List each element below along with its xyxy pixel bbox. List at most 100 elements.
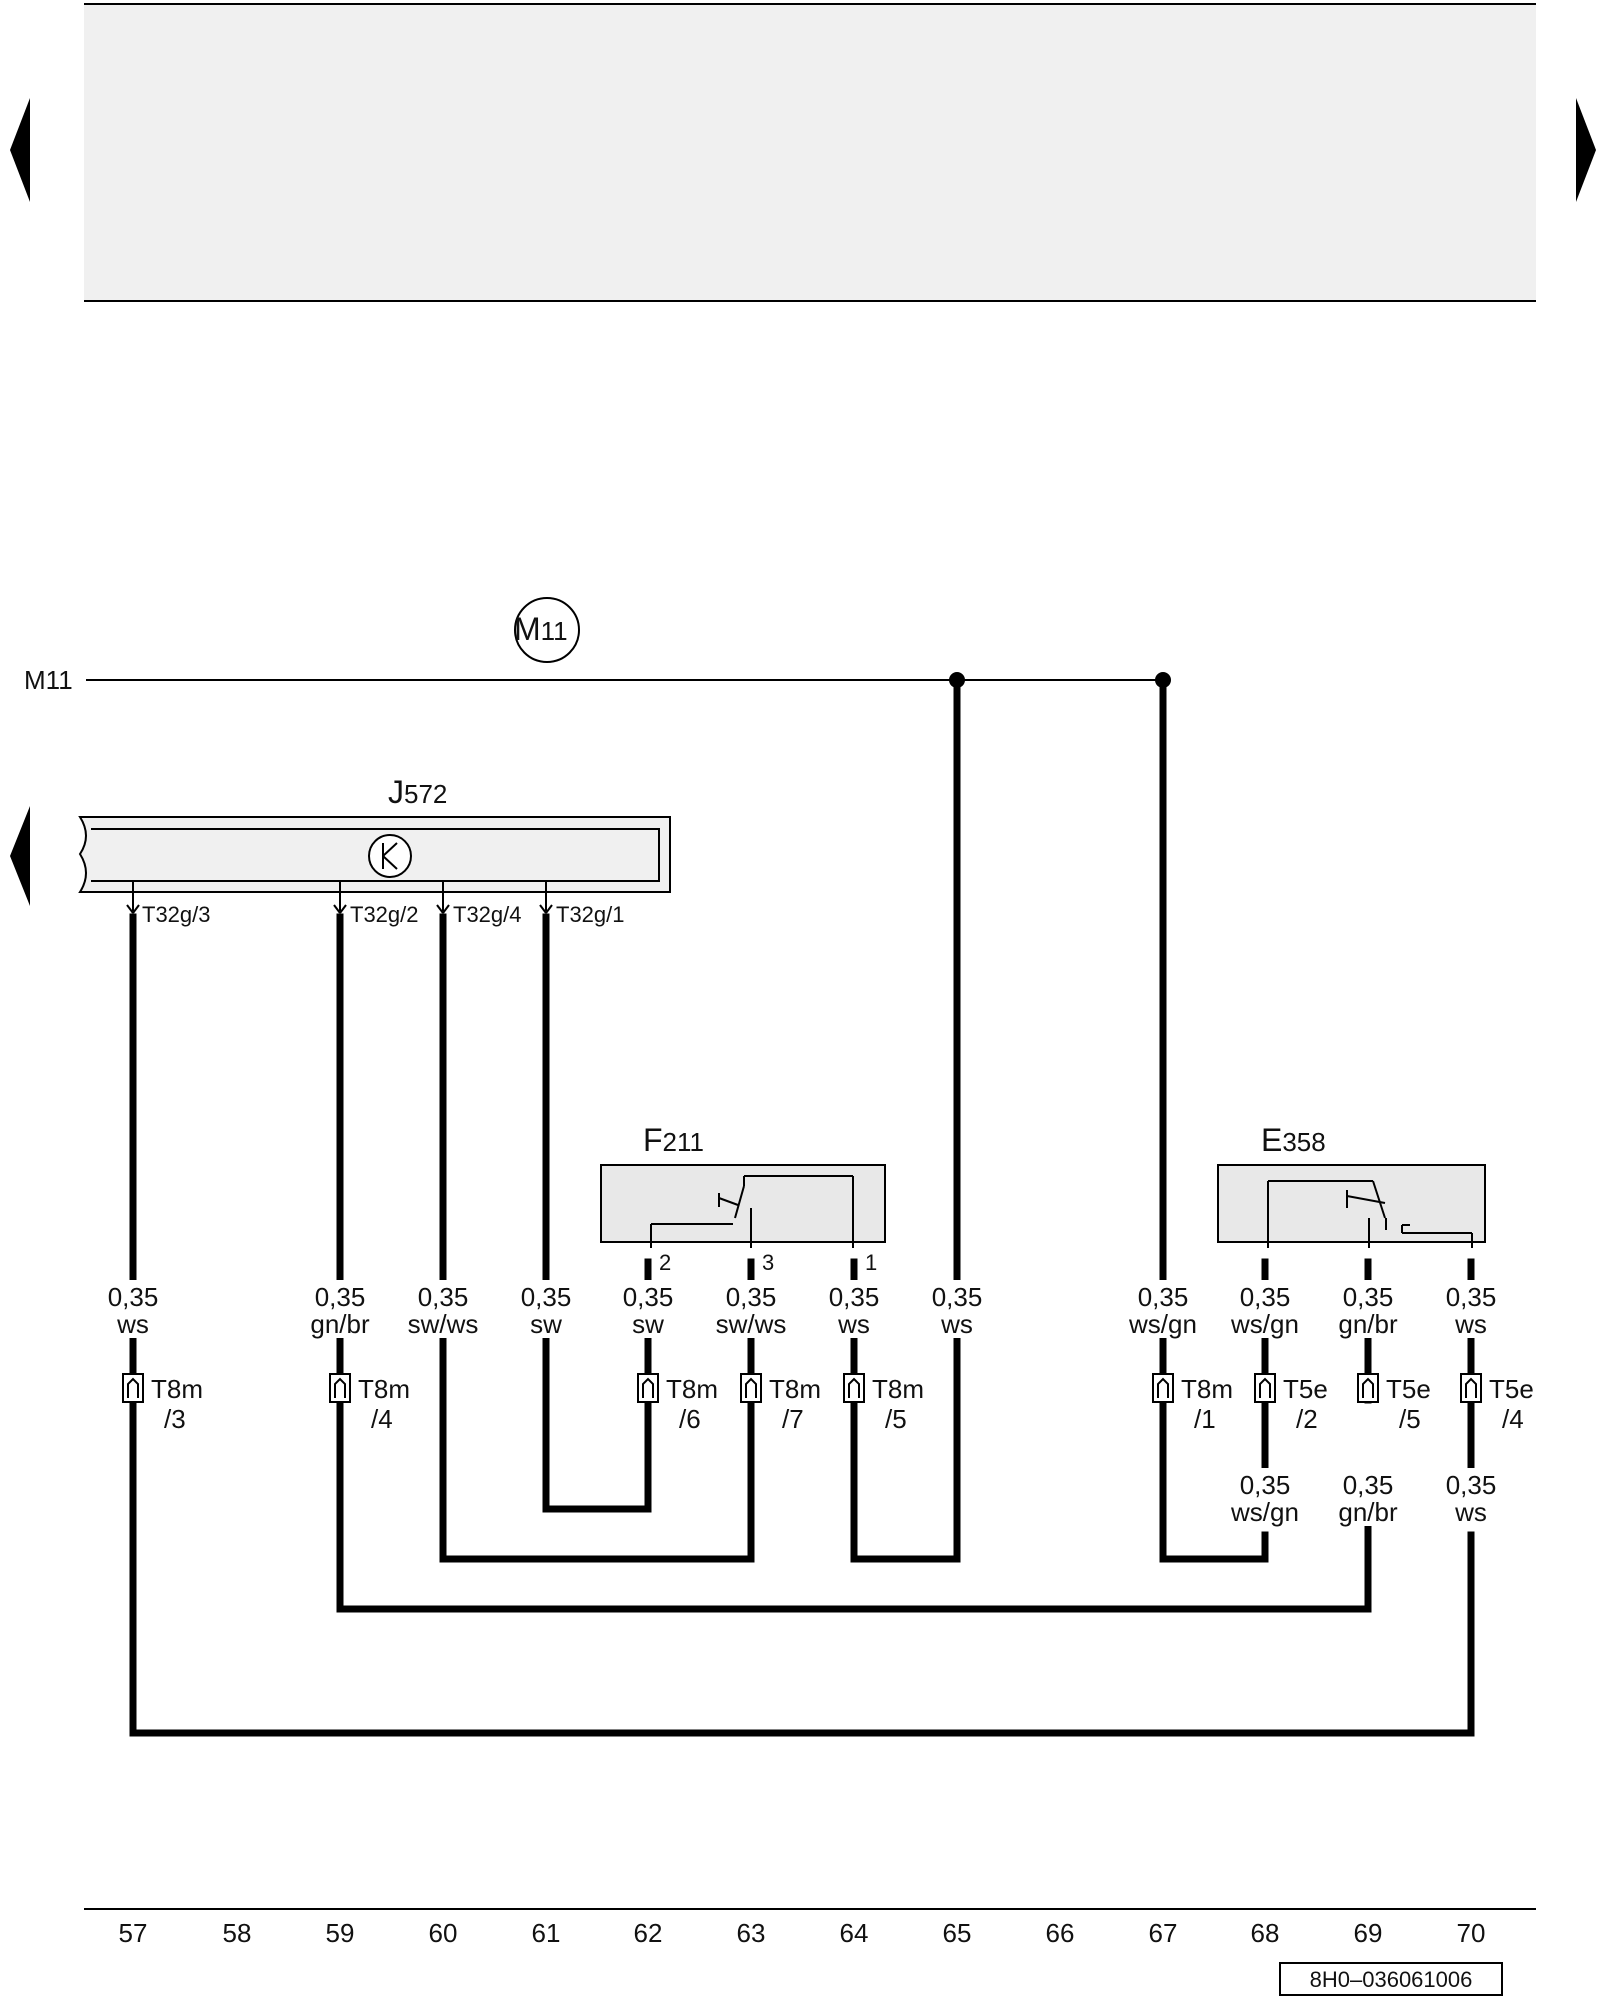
f211-pin-label: 3 (762, 1250, 774, 1275)
wire-size-label: 0,35 (1240, 1470, 1291, 1500)
continued-left-arrow-icon[interactable] (10, 806, 30, 906)
wire-color-label: ws (1454, 1497, 1487, 1527)
prev-page-arrow-icon[interactable] (10, 98, 30, 202)
column-number: 69 (1354, 1918, 1383, 1948)
connector-icon (122, 1373, 144, 1403)
wire-size-label: 0,35 (108, 1282, 159, 1312)
connector-pin: /6 (679, 1404, 701, 1434)
connector-pin: /4 (1502, 1404, 1524, 1434)
column-number: 63 (737, 1918, 766, 1948)
f211-pin-label: 2 (659, 1250, 671, 1275)
column-number: 61 (532, 1918, 561, 1948)
connector-labels: T8m /3 T8m /4 T8m /6 T8m /7 T8m /5 T8m /… (151, 1374, 1534, 1434)
connector-pin: /7 (782, 1404, 804, 1434)
connector-pin: /2 (1296, 1404, 1318, 1434)
component-e358-label: E358 (1261, 1122, 1326, 1158)
wire-color-label: ws (837, 1309, 870, 1339)
j572-pin-label: T32g/2 (350, 902, 419, 927)
j572-pin-label: T32g/1 (556, 902, 625, 927)
component-f211-label: F211 (643, 1122, 704, 1158)
connector-pin: /1 (1194, 1404, 1216, 1434)
connector-name: T8m (872, 1374, 924, 1404)
connector-name: T8m (1181, 1374, 1233, 1404)
wire-color-label: gn/br (310, 1309, 370, 1339)
switch-symbol-icon (1267, 1180, 1473, 1248)
diagram-code-box (1279, 1962, 1503, 1996)
component-j572-inner (91, 828, 660, 882)
wire-col-64-65 (850, 682, 961, 1563)
wire-size-label: 0,35 (932, 1282, 983, 1312)
column-number: 68 (1251, 1918, 1280, 1948)
connector-icon (1254, 1373, 1276, 1403)
diode-symbol-icon (368, 834, 412, 878)
header-panel (84, 4, 1536, 301)
wire-size-label: 0,35 (1343, 1282, 1394, 1312)
diagram-code: 8H0–036061006 (1310, 1967, 1473, 1992)
connector-icon (1152, 1373, 1174, 1403)
wire-size-label: 0,35 (1138, 1282, 1189, 1312)
connector-name: T8m (358, 1374, 410, 1404)
wire-col-59 (336, 913, 1372, 1613)
column-number: 62 (634, 1918, 663, 1948)
column-number: 65 (943, 1918, 972, 1948)
column-numbers: 57 58 59 60 61 62 63 64 65 66 67 68 69 7… (119, 1918, 1486, 1948)
wire-color-label: sw (632, 1309, 664, 1339)
connector-pin: /3 (164, 1404, 186, 1434)
column-number: 58 (223, 1918, 252, 1948)
column-number: 70 (1457, 1918, 1486, 1948)
f211-pin-label: 1 (865, 1250, 877, 1275)
connector-pin: /5 (1399, 1404, 1421, 1434)
lower-wire-label-group: 0,35 ws/gn 0,35 gn/br 0,35 ws (1225, 1468, 1504, 1527)
wire-label-group: 0,35 ws 0,35 gn/br 0,35 sw/ws 0,35 sw 0,… (100, 1280, 1504, 1339)
wire-color-label: sw/ws (408, 1309, 479, 1339)
connector-name: T5e (1283, 1374, 1328, 1404)
wire-size-label: 0,35 (829, 1282, 880, 1312)
wire-size-label: 0,35 (1446, 1282, 1497, 1312)
connector-icon (637, 1373, 659, 1403)
wire-size-label: 0,35 (315, 1282, 366, 1312)
wire-col-67-68 (1159, 682, 1269, 1563)
column-number: 66 (1046, 1918, 1075, 1948)
column-number: 57 (119, 1918, 148, 1948)
wire-color-label: ws (940, 1309, 973, 1339)
wire-color-label: ws/gn (1230, 1497, 1299, 1527)
wire-color-label: sw (530, 1309, 562, 1339)
next-page-arrow-icon[interactable] (1576, 98, 1596, 202)
column-number: 60 (429, 1918, 458, 1948)
wire-color-label: ws/gn (1230, 1309, 1299, 1339)
component-j572-label: J572 (388, 774, 447, 810)
j572-pin-label: T32g/3 (142, 902, 211, 927)
connector-icon (740, 1373, 762, 1403)
connector-icon (329, 1373, 351, 1403)
j572-pin-drops (126, 881, 553, 914)
wire-size-label: 0,35 (1343, 1470, 1394, 1500)
connector-icon (1357, 1373, 1379, 1403)
wire-size-label: 0,35 (1240, 1282, 1291, 1312)
component-e358-box (1217, 1164, 1486, 1243)
wire-size-label: 0,35 (418, 1282, 469, 1312)
column-number: 67 (1149, 1918, 1178, 1948)
connector-icon (1460, 1373, 1482, 1403)
wire-color-label: ws (116, 1309, 149, 1339)
column-number: 59 (326, 1918, 355, 1948)
wire-color-label: ws (1454, 1309, 1487, 1339)
wire-size-label: 0,35 (521, 1282, 572, 1312)
connector-name: T8m (151, 1374, 203, 1404)
junction-dot (1155, 672, 1171, 688)
connector-pin: /5 (885, 1404, 907, 1434)
connector-name: T5e (1386, 1374, 1431, 1404)
ground-bus-label: M11 (24, 665, 73, 695)
ground-bus-circle-label: M11 (514, 611, 568, 647)
connector-pin: /4 (371, 1404, 393, 1434)
wire-size-label: 0,35 (623, 1282, 674, 1312)
wire-color-label: gn/br (1338, 1309, 1398, 1339)
ground-bus-circle (514, 597, 580, 663)
connector-name: T8m (769, 1374, 821, 1404)
connector-icon (843, 1373, 865, 1403)
j572-pin-label: T32g/4 (453, 902, 522, 927)
connector-symbols (122, 1373, 1482, 1403)
connector-name: T8m (666, 1374, 718, 1404)
wire-size-label: 0,35 (1446, 1470, 1497, 1500)
wire-color-label: sw/ws (716, 1309, 787, 1339)
